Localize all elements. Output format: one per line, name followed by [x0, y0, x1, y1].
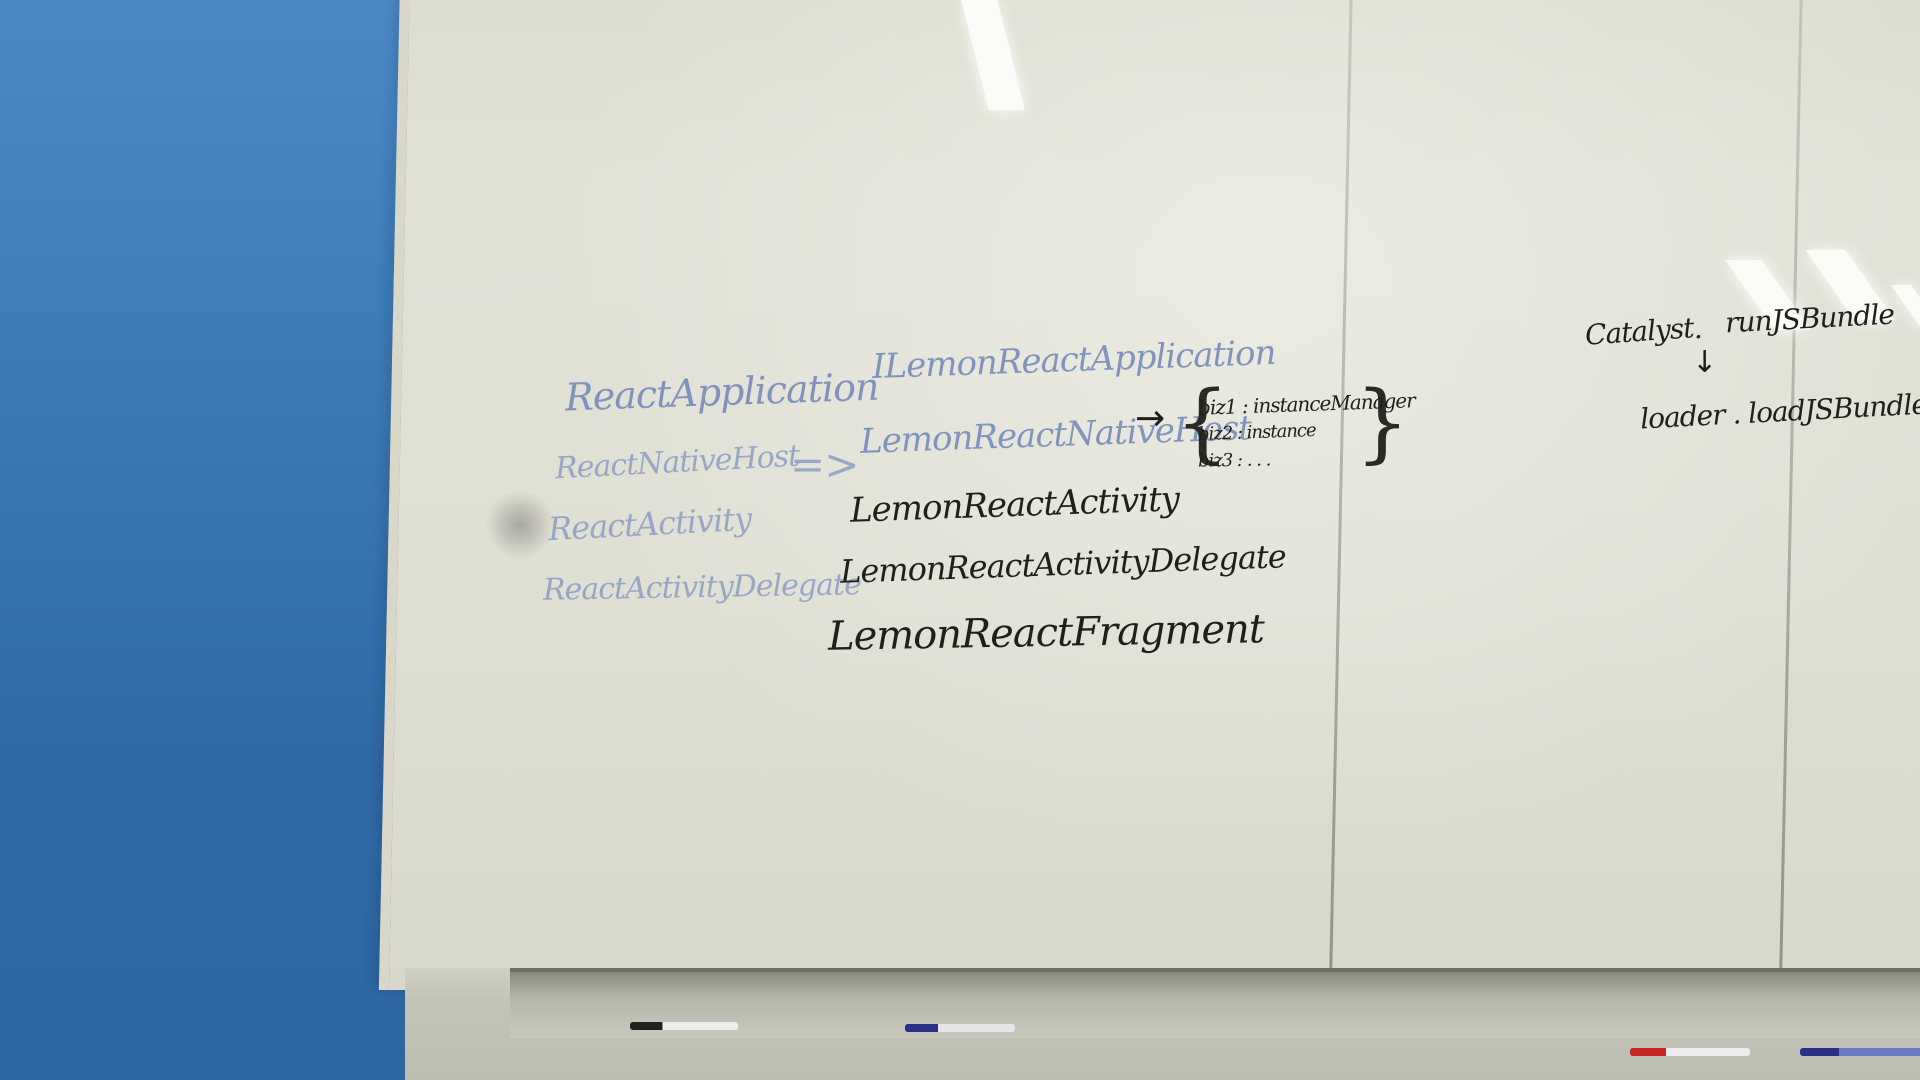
map-entry-biz2: biz2 : instance: [1197, 419, 1316, 446]
eraser-smudge: [485, 490, 555, 560]
middle-item-lemon-react-fragment: LemonReactFragment: [827, 606, 1265, 660]
marker-tray: [405, 968, 1920, 1080]
close-brace: }: [1355, 373, 1410, 473]
down-arrow: ↓: [1692, 345, 1718, 380]
red-marker[interactable]: [1630, 1048, 1750, 1056]
black-marker[interactable]: [630, 1022, 738, 1030]
transform-arrow: =>: [790, 440, 859, 489]
blue-marker[interactable]: [1800, 1048, 1920, 1056]
map-entry-biz3: biz3 : . . .: [1197, 449, 1271, 472]
left-item-react-activity-delegate: ReactActivityDelegate: [542, 567, 862, 608]
right-dot: .: [1694, 312, 1703, 345]
blue-marker[interactable]: [905, 1024, 1015, 1032]
map-arrow: →: [1135, 398, 1166, 439]
blue-wall: [0, 0, 450, 1080]
tray-slot: [510, 968, 1920, 1056]
open-brace: {: [1175, 373, 1230, 473]
